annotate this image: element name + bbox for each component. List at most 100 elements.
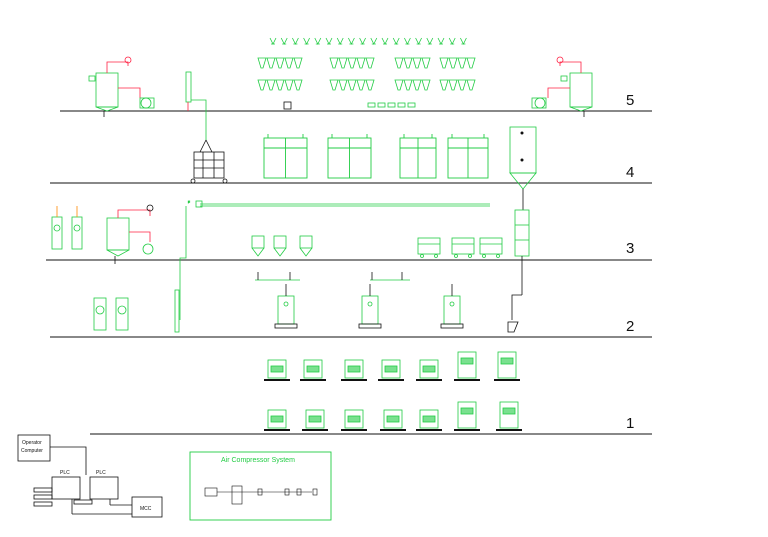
- fitting-icon: [370, 37, 378, 45]
- hopper-icon: [356, 57, 366, 69]
- floor1-machine: [300, 359, 326, 381]
- floor2-discharge-chute: [507, 321, 519, 333]
- floor1-machine: [264, 409, 290, 431]
- floor1-machine: [341, 359, 367, 381]
- floor1-machine: [264, 359, 290, 381]
- weigh-hopper: [251, 235, 265, 257]
- floor4-bag-cart: [190, 139, 228, 184]
- fitting-icon: [426, 37, 434, 45]
- floor2-conveyor-right: [370, 272, 410, 281]
- floor-label-4: 4: [626, 164, 634, 181]
- floor-label-2: 2: [626, 318, 634, 335]
- mixer-unit: [447, 134, 489, 179]
- floor1-machine: [494, 351, 520, 381]
- hopper-icon: [412, 57, 422, 69]
- packing-unit: [274, 284, 298, 329]
- fitting-icon: [303, 37, 310, 45]
- hopper-icon: [275, 79, 285, 91]
- fitting-icon: [348, 37, 355, 45]
- hopper-icon: [338, 57, 348, 69]
- floor1-machine: [341, 409, 367, 431]
- hopper-icon: [394, 79, 404, 91]
- floor5-top-fittings: [269, 37, 467, 45]
- floor3-screw-conveyor: F: [179, 200, 490, 320]
- bagging-machine: [451, 237, 475, 258]
- fitting-icon: [359, 37, 366, 45]
- hopper-icon: [365, 79, 375, 91]
- floor1-lower-machine-row: [264, 401, 522, 431]
- fitting-icon: [292, 37, 299, 45]
- floor-label-5: 5: [626, 92, 634, 109]
- floor1-machine: [302, 409, 328, 431]
- bagging-machine: [479, 237, 503, 258]
- hopper-icon: [448, 79, 458, 91]
- air-compressor-title: Air Compressor System: [221, 457, 295, 464]
- hopper-icon: [394, 57, 404, 69]
- fitting-icon: [415, 37, 422, 45]
- hopper-icon: [421, 79, 431, 91]
- hopper-icon: [284, 57, 294, 69]
- floor-label-1: 1: [626, 415, 634, 432]
- floor3-left-filters: [51, 206, 83, 250]
- packing-unit: [358, 284, 382, 329]
- hopper-icon: [457, 79, 467, 91]
- small-box: [397, 102, 406, 108]
- hopper-icon: [412, 79, 422, 91]
- plc-label-2: PLC: [96, 470, 106, 476]
- small-box: [387, 102, 396, 108]
- svg-text:F: F: [188, 200, 190, 204]
- weigh-hopper: [273, 235, 287, 257]
- floor4-silo: [509, 126, 537, 210]
- floor5-left-riser-pipe: [185, 71, 207, 140]
- hopper-icon: [284, 79, 294, 91]
- hopper-icon: [421, 57, 431, 69]
- packing-unit: [440, 284, 464, 329]
- floor1-machine: [416, 409, 442, 431]
- hopper-icon: [466, 57, 476, 69]
- bagging-machine: [417, 237, 441, 258]
- fitting-icon: [404, 37, 411, 45]
- hopper-icon: [347, 57, 357, 69]
- hopper-icon: [403, 57, 413, 69]
- floor1-machine: [416, 359, 442, 381]
- plc-cabinet-1: [51, 476, 81, 500]
- plc-cabinet-2: [89, 476, 119, 500]
- floor2-conveyor-left: [255, 272, 300, 281]
- floor5-small-hopper: [283, 101, 292, 110]
- floor3-bucket-elevator: [511, 209, 530, 320]
- floor5-hopper-banks: [257, 57, 476, 91]
- floor5-bottom-boxes: [367, 102, 416, 108]
- floor1-machine: [454, 401, 480, 431]
- floor3-weigh-hoppers: [251, 235, 313, 257]
- hopper-icon: [403, 79, 413, 91]
- operator-label-line1: Operator: [22, 440, 42, 446]
- hopper-icon: [439, 79, 449, 91]
- fitting-icon: [280, 37, 288, 45]
- floor1-machine: [454, 351, 480, 381]
- hopper-icon: [293, 57, 303, 69]
- weigh-hopper: [299, 235, 313, 257]
- floor5-left-dust-collector: [88, 56, 155, 117]
- hopper-icon: [257, 79, 267, 91]
- hopper-icon: [448, 57, 458, 69]
- hopper-icon: [439, 57, 449, 69]
- fitting-icon: [448, 37, 456, 45]
- air-compressor-internals: [204, 485, 318, 505]
- fitting-icon: [269, 37, 277, 45]
- fitting-icon: [336, 37, 344, 45]
- floor4-mixer-group: [263, 134, 489, 179]
- hopper-icon: [338, 79, 348, 91]
- floor1-machine: [378, 359, 404, 381]
- hopper-icon: [266, 57, 276, 69]
- mixer-unit: [327, 134, 372, 179]
- operator-label-line2: Computer: [21, 448, 43, 454]
- floor2-standpipe: [174, 289, 180, 333]
- floor2-left-filters: [93, 297, 129, 331]
- hopper-icon: [457, 57, 467, 69]
- small-box: [367, 102, 376, 108]
- mixer-unit: [263, 134, 308, 179]
- floor1-upper-machine-row: [264, 351, 520, 381]
- floor-lines: [46, 110, 652, 435]
- fitting-icon: [437, 37, 445, 45]
